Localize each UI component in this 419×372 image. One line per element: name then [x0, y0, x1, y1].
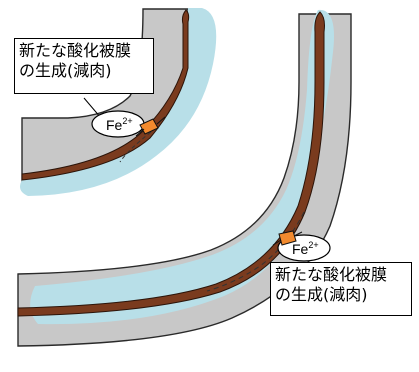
upper-pipe-elbow	[20, 8, 217, 196]
top-text-callout: 新たな酸化被膜 の生成(減肉)	[14, 38, 154, 94]
upper-fe-base: Fe	[106, 117, 123, 133]
lower-water-film	[30, 9, 334, 325]
lower-ion-node-links	[272, 231, 303, 246]
lower-pipe-elbow	[17, 9, 352, 347]
top-callout-line-2: の生成(減肉)	[19, 61, 112, 80]
lower-fe-superscript: 2+	[308, 240, 318, 250]
lower-thinning-line	[206, 211, 305, 292]
lower-fe-base: Fe	[292, 241, 309, 257]
upper-ion-pointer-line	[83, 97, 102, 119]
lower-ion-node	[278, 230, 297, 246]
lower-ion-callout: Fe2+	[272, 230, 331, 262]
lower-oxide-layer	[17, 11, 325, 317]
bottom-text-callout: 新たな酸化被膜 の生成(減肉)	[270, 262, 412, 316]
upper-ion-node-links	[135, 116, 166, 137]
bottom-callout-line-1: 新たな酸化被膜	[275, 265, 388, 284]
upper-ion-node	[139, 118, 159, 135]
bottom-callout-line-2: の生成(減肉)	[275, 285, 368, 304]
top-callout-line-1: 新たな酸化被膜	[19, 41, 132, 60]
upper-oxide-layer	[21, 9, 190, 181]
lower-fe-label: Fe2+	[292, 240, 319, 257]
upper-fe-superscript: 2+	[122, 116, 132, 126]
upper-fe-label: Fe2+	[106, 116, 133, 133]
upper-ion-callout: Fe2+	[83, 97, 166, 138]
